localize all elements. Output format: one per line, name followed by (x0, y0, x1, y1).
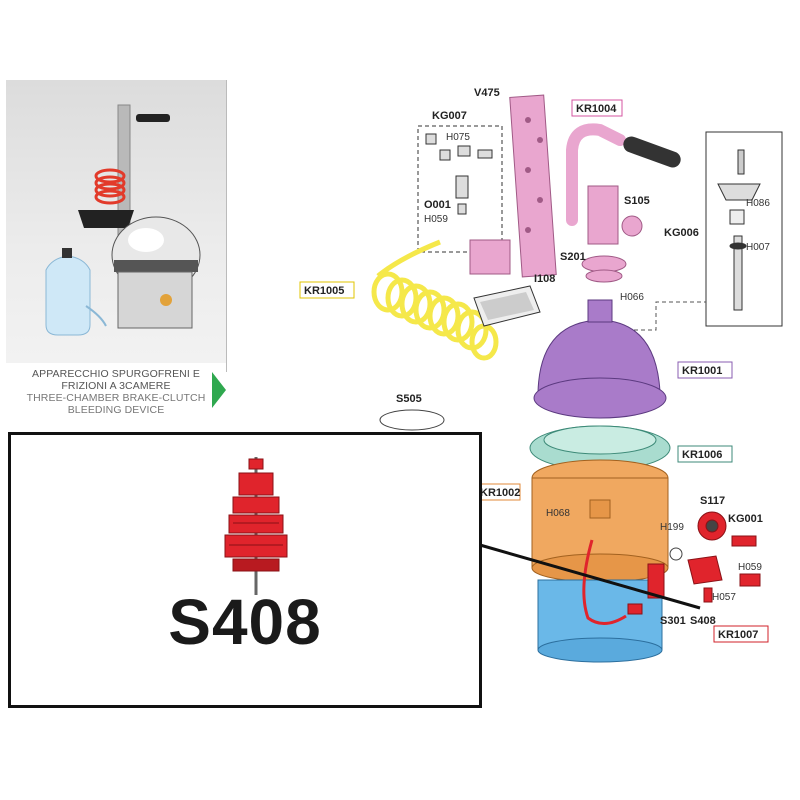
label-i108: I108 (534, 273, 555, 285)
label-h068: H068 (546, 508, 570, 519)
parts-kr1007 (627, 511, 761, 615)
label-s301: S301 (660, 615, 686, 627)
label-h066: H066 (620, 292, 644, 303)
label-o001: O001 (424, 199, 451, 211)
zoom-part-illustration (224, 457, 288, 595)
label-kr1002: KR1002 (480, 487, 520, 499)
label-h007: H007 (746, 242, 770, 253)
label-box-kr1001 (677, 361, 733, 379)
label-h075: H075 (446, 132, 470, 143)
label-box-kr1005 (299, 281, 355, 299)
label-kr1006: KR1006 (682, 449, 722, 461)
label-s201: S201 (560, 251, 586, 263)
zoom-inset (8, 432, 482, 708)
kg007-group-box (417, 125, 503, 253)
kg006-group-box (705, 131, 783, 327)
label-kr1007: KR1007 (718, 629, 758, 641)
label-v475: V475 (474, 87, 500, 99)
caption-italian-line2: FRIZIONI A 3CAMERE (61, 380, 171, 392)
label-s117: S117 (700, 495, 725, 507)
label-box-kr1006 (677, 445, 733, 463)
label-s408: S408 (690, 615, 716, 627)
base-tank (537, 579, 663, 663)
product-photo (6, 80, 226, 363)
caption-italian-line1: APPARECCHIO SPURGOFRENI E (32, 368, 200, 380)
handle-kr1004 (469, 123, 681, 283)
label-h059-top: H059 (424, 214, 448, 225)
red-hose (582, 539, 627, 625)
label-kg006: KG006 (664, 227, 699, 239)
tank-kr1002 (531, 459, 669, 583)
product-illustration (45, 104, 201, 336)
caption-english-line1: THREE-CHAMBER BRAKE-CLUTCH (26, 392, 206, 404)
fittings-kg007 (425, 133, 493, 215)
label-kg001: KG001 (728, 513, 763, 525)
zoom-part-code: S408 (168, 586, 322, 658)
ring-s505 (379, 409, 445, 431)
label-kg007: KG007 (432, 110, 467, 122)
label-kr1005: KR1005 (304, 285, 344, 297)
zoom-callout-line (479, 543, 701, 610)
label-s105: S105 (624, 195, 650, 207)
label-box-kr1004 (571, 99, 623, 117)
ring-kr1006 (529, 425, 671, 471)
label-h199: H199 (660, 522, 684, 533)
panel-divider (226, 80, 227, 372)
green-arrow-icon (212, 372, 226, 408)
tray-i108 (473, 285, 541, 327)
caption-english-line2: BLEEDING DEVICE (67, 404, 165, 416)
product-photo-panel: APPARECCHIO SPURGOFRENI E FRIZIONI A 3CA… (6, 80, 226, 436)
label-kr1004: KR1004 (576, 103, 617, 115)
product-caption: APPARECCHIO SPURGOFRENI E FRIZIONI A 3CA… (6, 368, 226, 416)
coil-hose-kr1005 (371, 239, 499, 361)
bracket-plate-v475 (509, 94, 557, 278)
label-h059-bottom: H059 (738, 562, 762, 573)
label-kr1001: KR1001 (682, 365, 722, 377)
parts-kg006 (717, 149, 761, 311)
label-box-kr1007 (713, 625, 769, 643)
label-h057: H057 (712, 592, 736, 603)
dome-kr1001 (533, 299, 667, 419)
label-h086: H086 (746, 198, 770, 209)
label-s505: S505 (396, 393, 422, 405)
